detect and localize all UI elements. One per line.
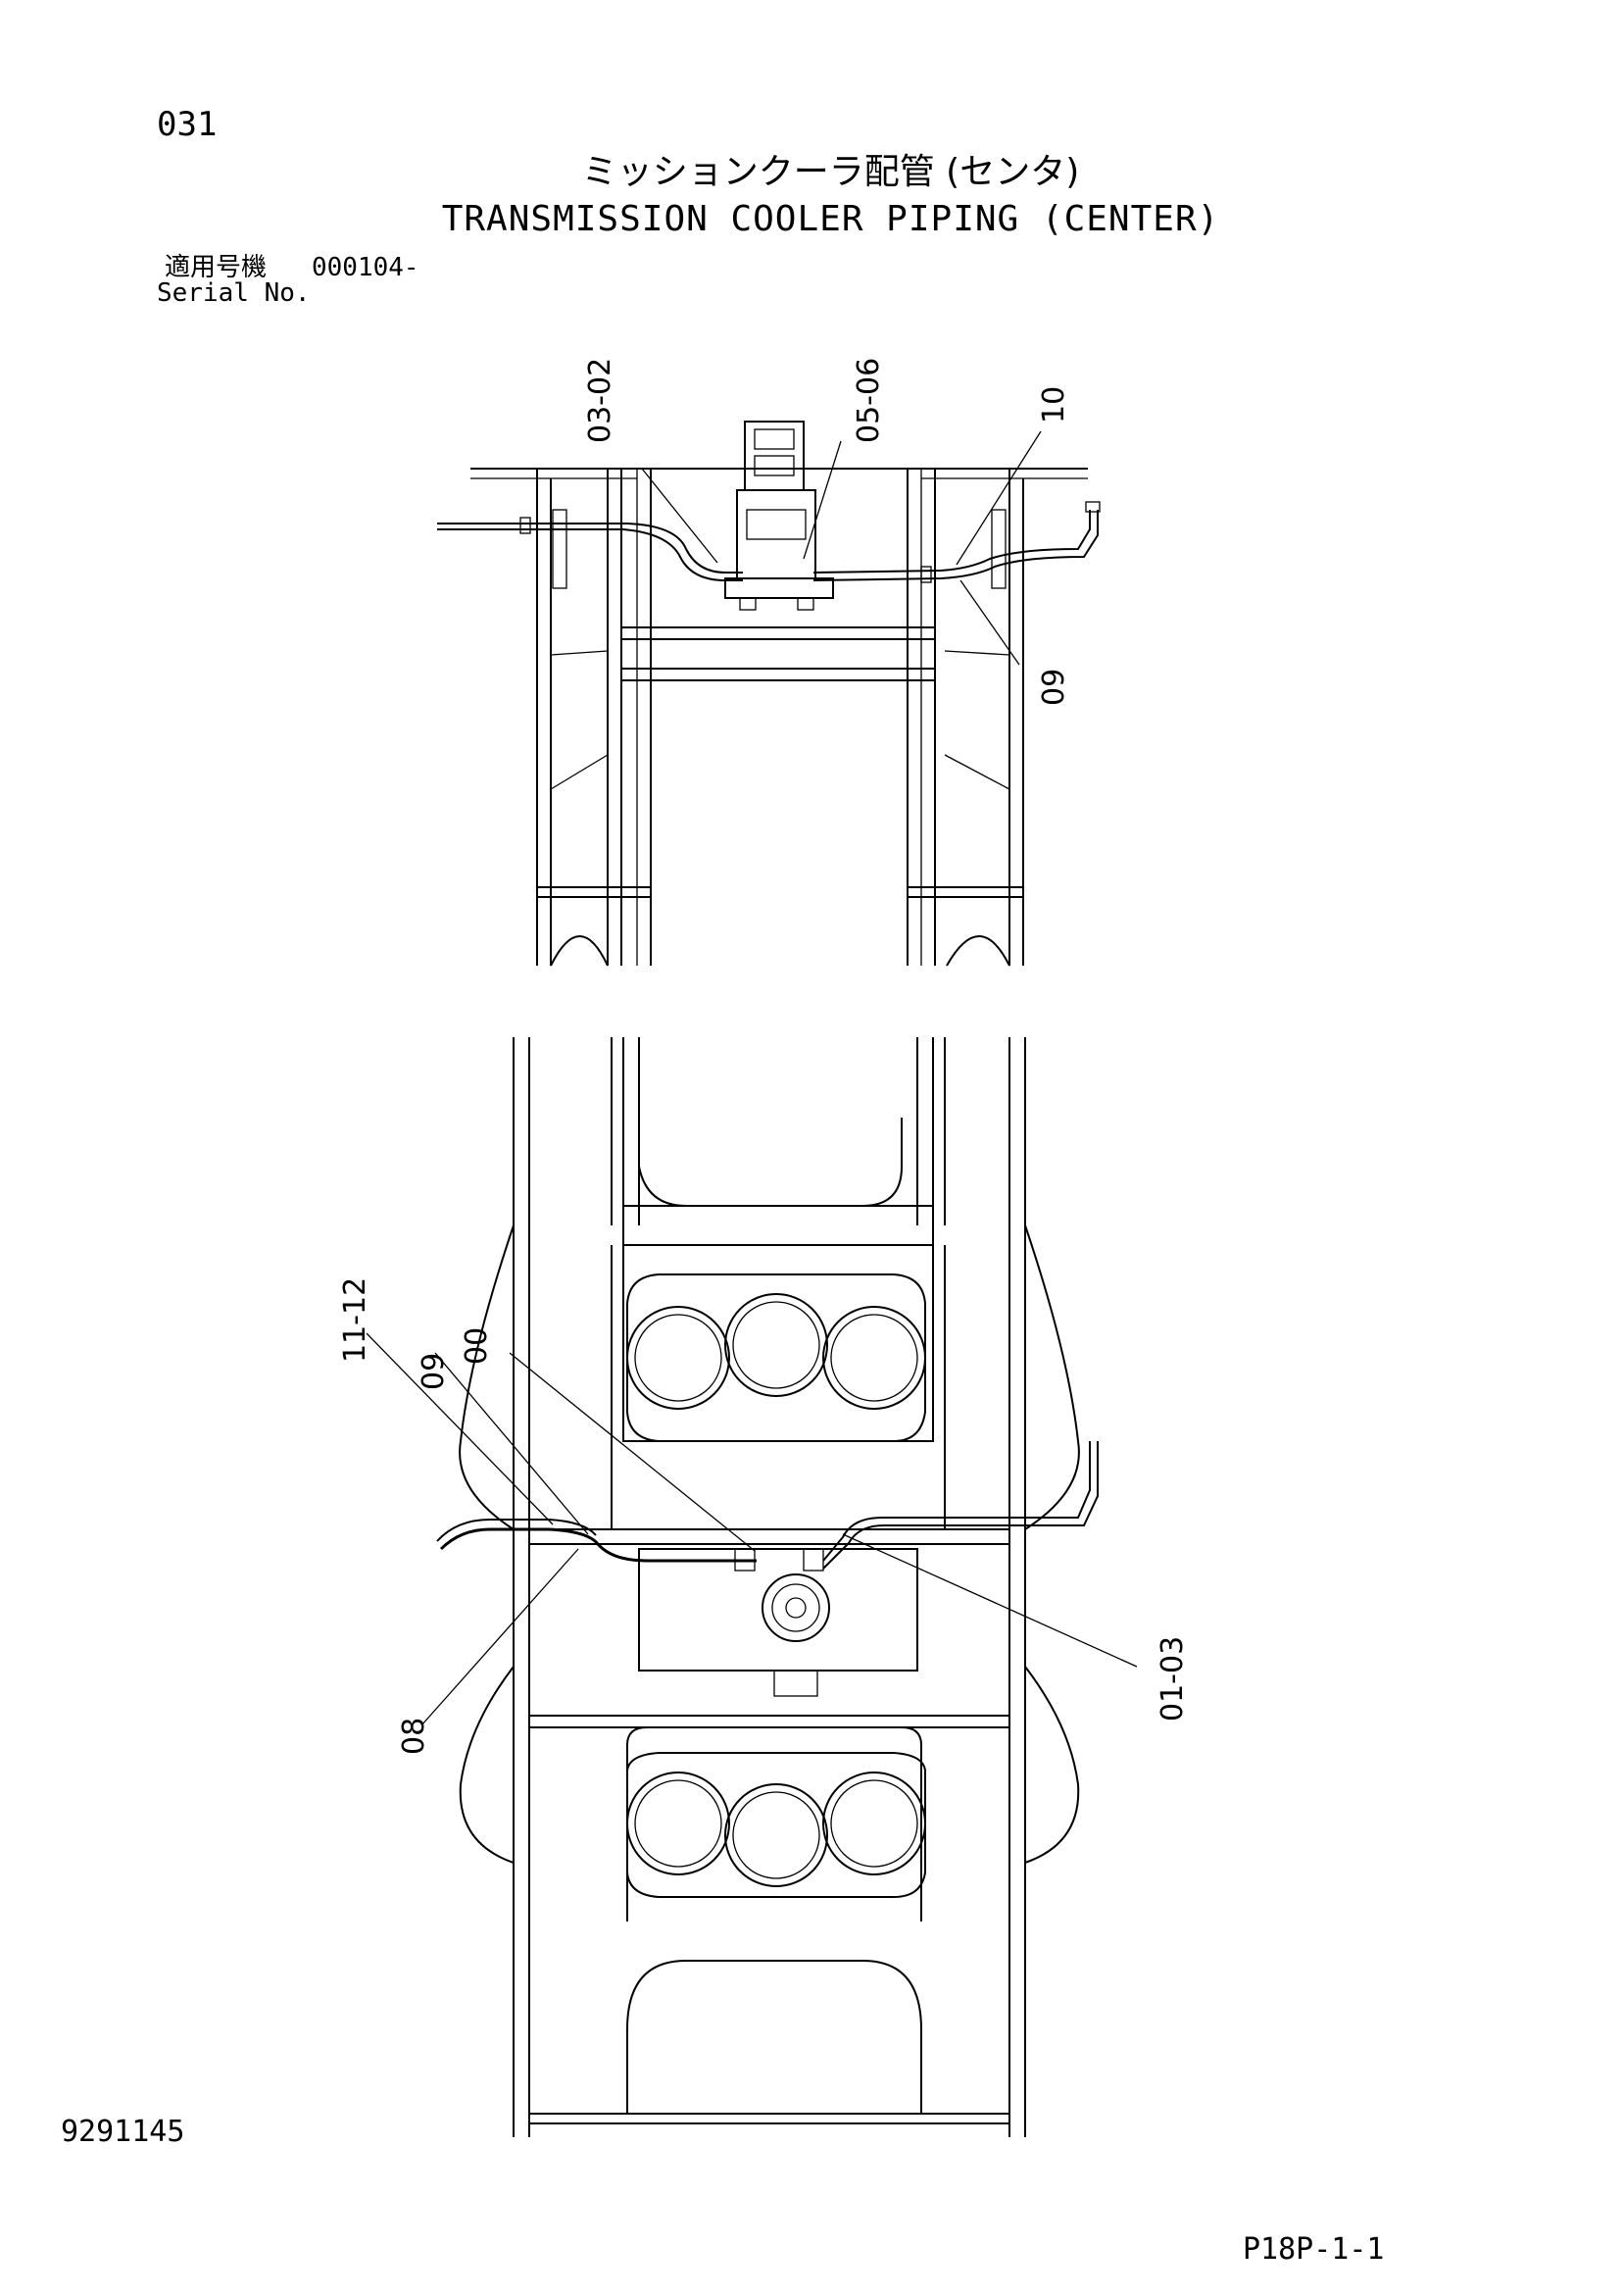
drawing-number: 9291145: [61, 2115, 185, 2149]
top-leaders: [641, 430, 1042, 666]
title-japanese: ミッションクーラ配管 (センタ): [581, 152, 1080, 192]
callout-10-top: 10: [1037, 386, 1071, 424]
bottom-leaders: [366, 1332, 1138, 1726]
top-piping: [437, 501, 1101, 583]
top-valve-assembly: [724, 421, 834, 611]
callout-01-03: 01-03: [1155, 1636, 1190, 1722]
callout-03-02: 03-02: [583, 358, 617, 443]
callout-05-06: 05-06: [852, 358, 886, 443]
bolt-rings-upper: [626, 1273, 926, 1442]
callout-11-12: 11-12: [338, 1277, 372, 1363]
bottom-view-frame: [459, 1037, 1080, 2137]
callout-09-top: 09: [1037, 669, 1071, 706]
serial-label-jp: 適用号機: [165, 253, 268, 282]
callout-08: 08: [397, 1718, 431, 1755]
reference-code: P18P-1-1: [1243, 2232, 1385, 2267]
serial-value: 000104-: [312, 253, 419, 282]
top-view-frame: [470, 468, 1088, 967]
callout-00: 00: [460, 1327, 494, 1365]
bottom-piping: [436, 1441, 1099, 1572]
transmission-plate: [638, 1548, 918, 1697]
title-english: TRANSMISSION COOLER PIPING (CENTER): [441, 199, 1220, 239]
page-number: 031: [157, 105, 218, 144]
bolt-rings-lower: [626, 1752, 926, 1898]
callout-09-bottom: 09: [417, 1353, 451, 1390]
serial-label-en: Serial No.: [157, 278, 311, 308]
